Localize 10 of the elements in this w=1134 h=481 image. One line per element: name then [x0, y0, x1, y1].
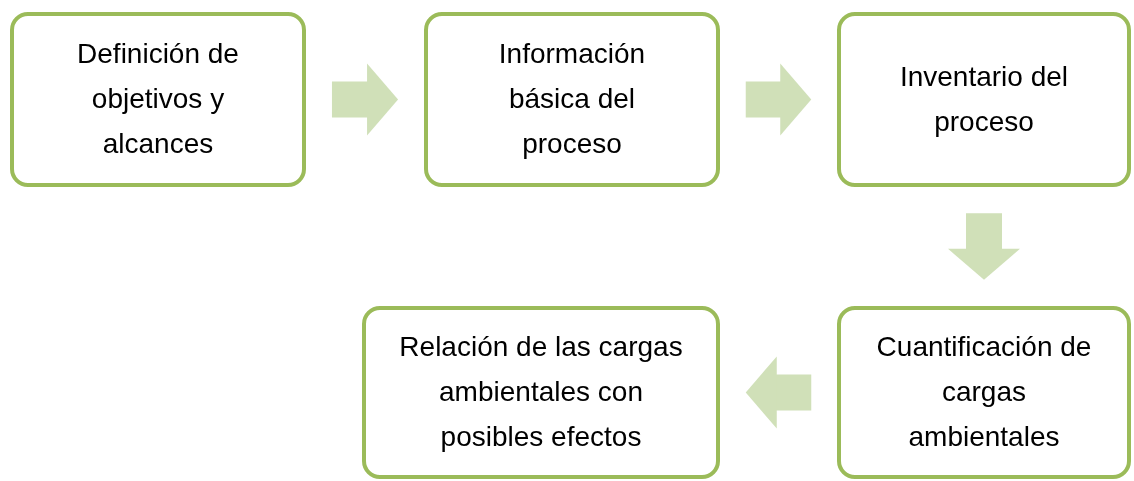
- box-text: Información básica del proceso: [497, 37, 647, 161]
- process-box: [837, 306, 1131, 479]
- process-box: [362, 306, 720, 479]
- process-box: [837, 12, 1131, 187]
- process-box: [424, 12, 720, 187]
- process-box: [10, 12, 306, 187]
- box-text: Relación de las cargas ambientales con posibles efectos: [398, 330, 684, 454]
- box-text: Inventario del proceso: [898, 59, 1070, 139]
- box-text: Definición de objetivos y alcances: [76, 37, 240, 161]
- box-text: Cuantificación de cargas ambientales: [875, 330, 1093, 454]
